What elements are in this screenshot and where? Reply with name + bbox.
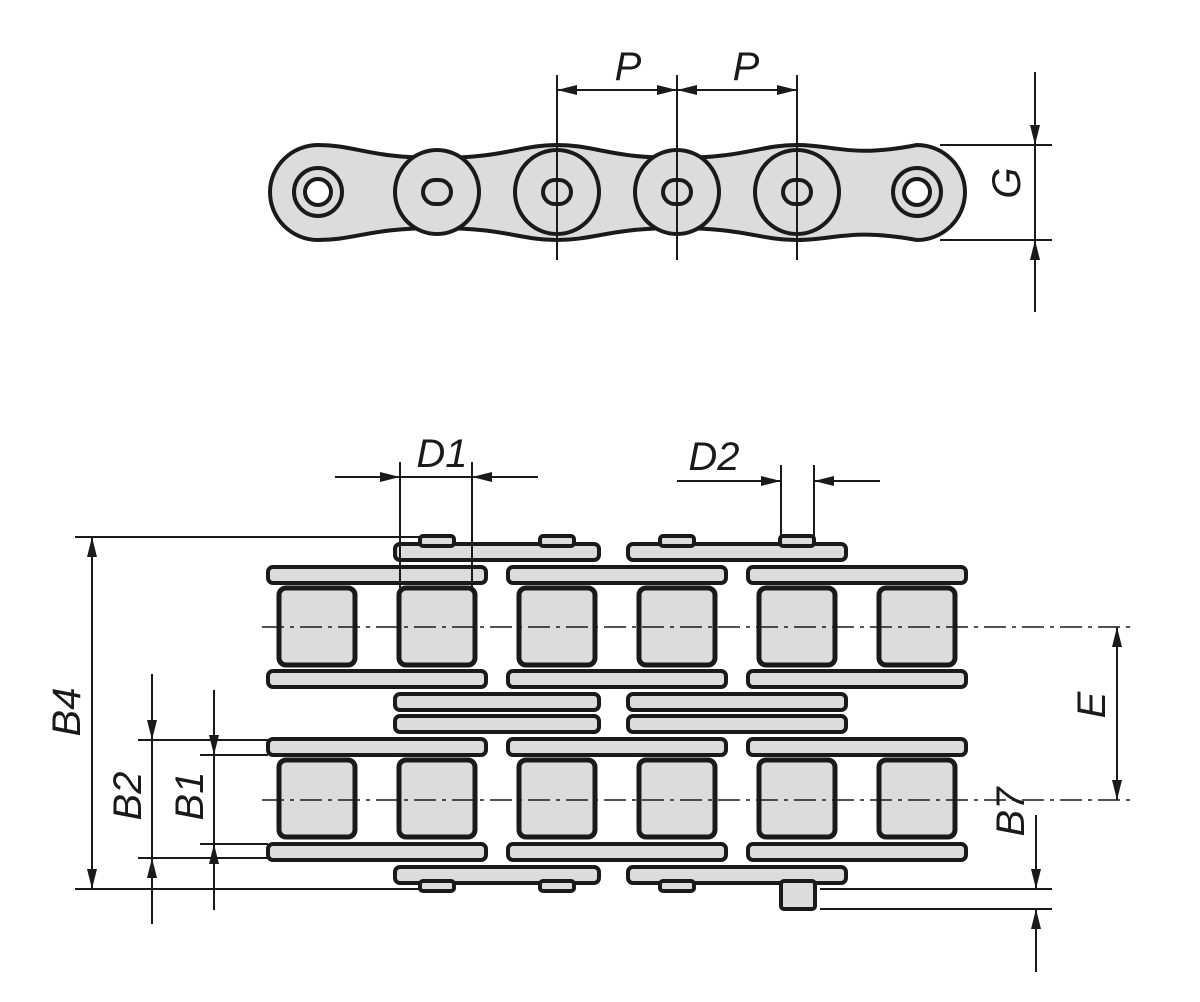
roller-strand2-2 bbox=[396, 757, 478, 840]
roller-strand2-5 bbox=[756, 757, 838, 840]
chain-side-view: P P G bbox=[267, 45, 1052, 312]
roller-strand2-3 bbox=[516, 757, 598, 840]
strand-spacing-label: E bbox=[1070, 690, 1114, 718]
pin-extension bbox=[779, 879, 817, 911]
roller-strand2-6 bbox=[876, 757, 958, 840]
roller-strand2-1 bbox=[276, 757, 358, 840]
roller-strand1-4 bbox=[636, 585, 718, 668]
side-end-hole-right bbox=[902, 177, 932, 207]
roller-strand2-4 bbox=[636, 757, 718, 840]
pin-diameter-label: D2 bbox=[688, 435, 739, 479]
plate-height-label: G bbox=[985, 167, 1029, 198]
side-pin-1 bbox=[421, 178, 453, 206]
side-end-hole-left bbox=[303, 177, 333, 207]
roller-strand1-2 bbox=[396, 585, 478, 668]
b2-label: B2 bbox=[106, 772, 150, 821]
pitch-label-2: P bbox=[733, 45, 760, 89]
b1-label: B1 bbox=[168, 772, 212, 821]
pin-extension-label: B7 bbox=[989, 786, 1033, 837]
chain-top-view: D1 D2 B4 B2 B1 E B7 bbox=[45, 432, 1135, 972]
pitch-label-1: P bbox=[615, 45, 642, 89]
total-width-label: B4 bbox=[45, 688, 89, 737]
roller-diameter-label: D1 bbox=[416, 432, 467, 476]
